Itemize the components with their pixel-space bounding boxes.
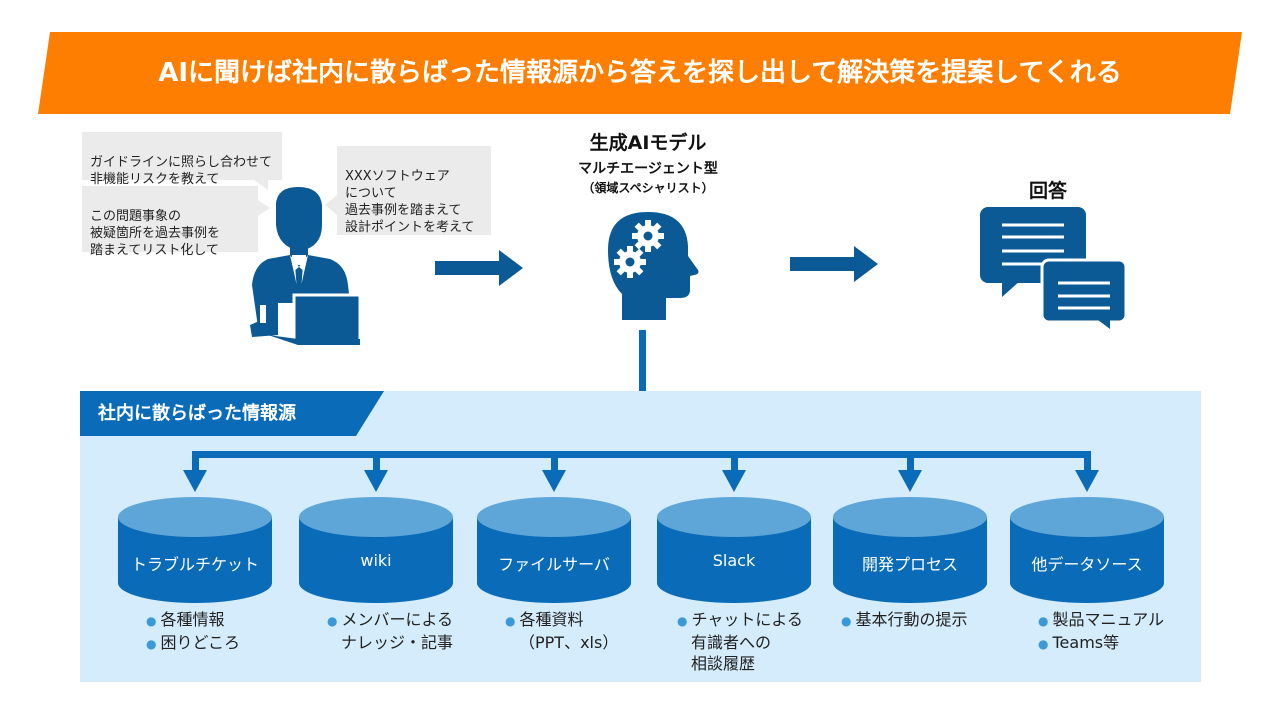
database-icon	[299, 497, 453, 603]
note-line: 相談履歴	[677, 653, 857, 674]
note-text: 製品マニュアル	[1052, 610, 1165, 629]
request-text: ガイドラインに照らし合わせて 非機能リスクを教えて	[90, 155, 273, 187]
database-icon	[118, 497, 272, 603]
note-text: 各種情報	[160, 610, 225, 629]
bullet-icon: ●	[146, 637, 157, 651]
ai-model-subtitle: マルチエージェント型	[578, 161, 718, 177]
data-source-label: ファイルサーバ	[498, 555, 610, 574]
database-icon	[833, 497, 987, 603]
request-bubble-2: この問題事象の 被疑箇所を過去事例を 踏まえてリスト化して	[82, 186, 258, 258]
data-source-label: wiki	[360, 551, 392, 570]
answer-title: 回答	[1028, 180, 1067, 202]
head-gears-icon	[608, 212, 699, 320]
note-text: 相談履歴	[691, 654, 756, 673]
request-bubble-3: XXXソフトウェア について 過去事例を踏まえて 設計ポイントを考えて	[337, 146, 491, 235]
note-text: 基本行動の提示	[855, 610, 968, 629]
note-line: ●基本行動の提示	[841, 609, 1021, 632]
arrow-down-icon	[722, 452, 746, 492]
arrow-down-icon	[364, 452, 388, 492]
note-line: ●製品マニュアル	[1038, 609, 1218, 632]
note-line: （PPT、xls）	[505, 632, 685, 653]
request-bubble-1: ガイドラインに照らし合わせて 非機能リスクを教えて	[82, 132, 282, 187]
request-text: この問題事象の 被疑箇所を過去事例を 踏まえてリスト化して	[90, 209, 221, 258]
arrow-right-icon	[790, 246, 878, 282]
note-line: ●メンバーによる	[327, 609, 507, 632]
bullet-icon: ●	[841, 614, 852, 628]
sources-section-title: 社内に散らばった情報源	[98, 403, 296, 424]
note-text: メンバーによる	[341, 610, 454, 629]
note-line: 有識者への	[677, 632, 857, 653]
data-source-notes: ●基本行動の提示	[841, 609, 1021, 632]
arrow-down-icon	[1075, 452, 1099, 492]
data-source-label: Slack	[712, 551, 756, 570]
businessman-laptop-icon	[250, 187, 362, 345]
arrow-down-icon	[898, 452, 922, 492]
note-line: ●各種資料	[505, 609, 685, 632]
note-line: ●各種情報	[146, 609, 326, 632]
note-text: ナレッジ・記事	[341, 633, 454, 652]
bullet-icon: ●	[327, 614, 338, 628]
bubble-tail	[254, 180, 268, 190]
bullet-icon: ●	[677, 614, 688, 628]
note-text: 困りどころ	[160, 633, 241, 652]
request-text: XXXソフトウェア について 過去事例を踏まえて 設計ポイントを考えて	[345, 169, 475, 235]
data-source-notes: ●製品マニュアル●Teams等	[1038, 609, 1218, 655]
title-banner: AIに聞けば社内に散らばった情報源から答えを探し出して解決策を提案してくれる	[38, 32, 1242, 114]
data-source-label: 開発プロセス	[861, 555, 958, 574]
arrow-down-icon	[183, 452, 207, 492]
data-source-label: 他データソース	[1031, 555, 1143, 574]
data-source-notes: ●メンバーによるナレッジ・記事	[327, 609, 507, 653]
data-source-label: トラブルチケット	[130, 555, 259, 574]
data-source-notes: ●チャットによる有識者への相談履歴	[677, 609, 857, 674]
ai-model-note: （領域スペシャリスト）	[582, 181, 714, 195]
note-line: ●チャットによる	[677, 609, 857, 632]
bullet-icon: ●	[1038, 614, 1049, 628]
bullet-icon: ●	[1038, 637, 1049, 651]
database-icon	[657, 497, 811, 603]
bullet-icon: ●	[146, 614, 157, 628]
connector-line	[192, 451, 1091, 458]
arrow-right-icon	[435, 250, 523, 286]
database-icon	[1010, 497, 1164, 603]
banner-title: AIに聞けば社内に散らばった情報源から答えを探し出して解決策を提案してくれる	[158, 58, 1122, 88]
bubble-tail	[258, 200, 270, 216]
bullet-icon: ●	[505, 614, 516, 628]
data-source-notes: ●各種資料（PPT、xls）	[505, 609, 685, 653]
note-line: ●困りどころ	[146, 632, 326, 655]
note-line: ナレッジ・記事	[327, 632, 507, 653]
database-icon	[477, 497, 631, 603]
note-text: （PPT、xls）	[519, 633, 619, 652]
banner-shape	[38, 32, 1242, 114]
arrow-down-icon	[542, 452, 566, 492]
data-source-notes: ●各種情報●困りどころ	[146, 609, 326, 655]
note-text: Teams等	[1052, 633, 1120, 652]
note-text: 有識者への	[691, 633, 772, 652]
note-text: チャットによる	[691, 610, 803, 629]
note-text: 各種資料	[519, 610, 584, 629]
ai-model-title: 生成AIモデル	[589, 132, 707, 154]
note-line: ●Teams等	[1038, 632, 1218, 655]
bubble-tail	[325, 195, 337, 215]
chat-bubbles-icon	[980, 207, 1128, 329]
